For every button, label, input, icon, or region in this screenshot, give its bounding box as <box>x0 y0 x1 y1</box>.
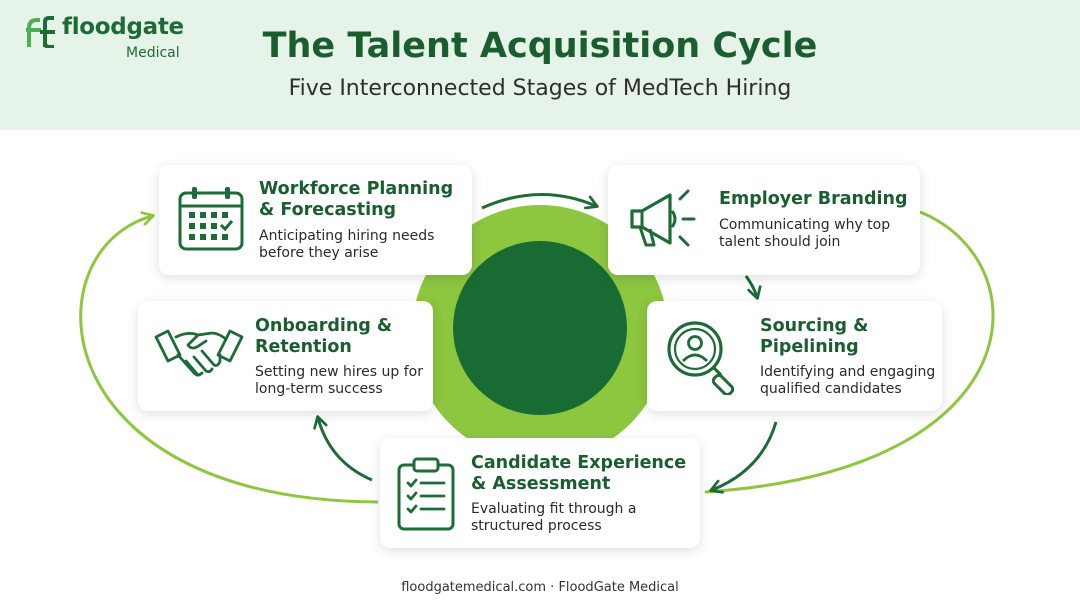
arrow-candidate-to-onboarding <box>313 415 373 482</box>
stage-description: Identifying and engaging qualified candi… <box>760 364 936 397</box>
brand-logo[interactable]: floodgate Medical <box>26 14 196 66</box>
stage-description: Anticipating hiring needs before they ar… <box>259 228 435 261</box>
arrow-sourcing-to-candidate <box>709 421 778 494</box>
page-title: The Talent Acquisition Cycle <box>262 26 818 66</box>
outer-loop-left <box>79 211 379 504</box>
outer-loop-right <box>704 210 995 494</box>
arrow-branding-to-sourcing <box>744 275 762 300</box>
ft-monogram-icon <box>26 16 55 48</box>
stage-heading: Candidate Experience & Assessment <box>471 453 687 494</box>
center-disc <box>453 241 627 415</box>
arrow-planning-to-branding <box>481 193 599 210</box>
page-subtitle: Five Interconnected Stages of MedTech Hi… <box>288 76 792 101</box>
handshake-icon <box>154 329 244 377</box>
stage-heading: Workforce Planning & Forecasting <box>259 179 454 220</box>
stage-card-candidate-experience[interactable]: Candidate Experience & Assessment Evalua… <box>380 438 700 548</box>
stage-heading: Employer Branding <box>719 189 908 209</box>
stage-card-employer-branding[interactable]: Employer Branding Communicating why top … <box>608 165 920 275</box>
stage-heading: Onboarding & Retention <box>255 316 393 357</box>
stage-card-onboarding[interactable]: Onboarding & Retention Setting new hires… <box>138 301 433 411</box>
stage-heading: Sourcing & Pipelining <box>760 316 869 357</box>
magnifier-person-icon <box>667 321 735 395</box>
stage-card-workforce-planning[interactable]: Workforce Planning & Forecasting Anticip… <box>159 165 472 275</box>
megaphone-icon <box>630 189 696 247</box>
footer-credit: floodgatemedical.com · FloodGate Medical <box>401 580 679 595</box>
stage-description: Evaluating fit through a structured proc… <box>471 501 637 534</box>
stage-description: Setting new hires up for long-term succe… <box>255 364 423 397</box>
stage-card-sourcing[interactable]: Sourcing & Pipelining Identifying and en… <box>647 301 942 411</box>
logo-subtext: Medical <box>126 45 180 61</box>
clipboard-checklist-icon <box>397 457 455 531</box>
logo-wordmark: floodgate <box>62 14 184 40</box>
stage-description: Communicating why top talent should join <box>719 217 891 250</box>
calendar-icon <box>178 187 244 251</box>
header-band <box>0 0 1080 130</box>
